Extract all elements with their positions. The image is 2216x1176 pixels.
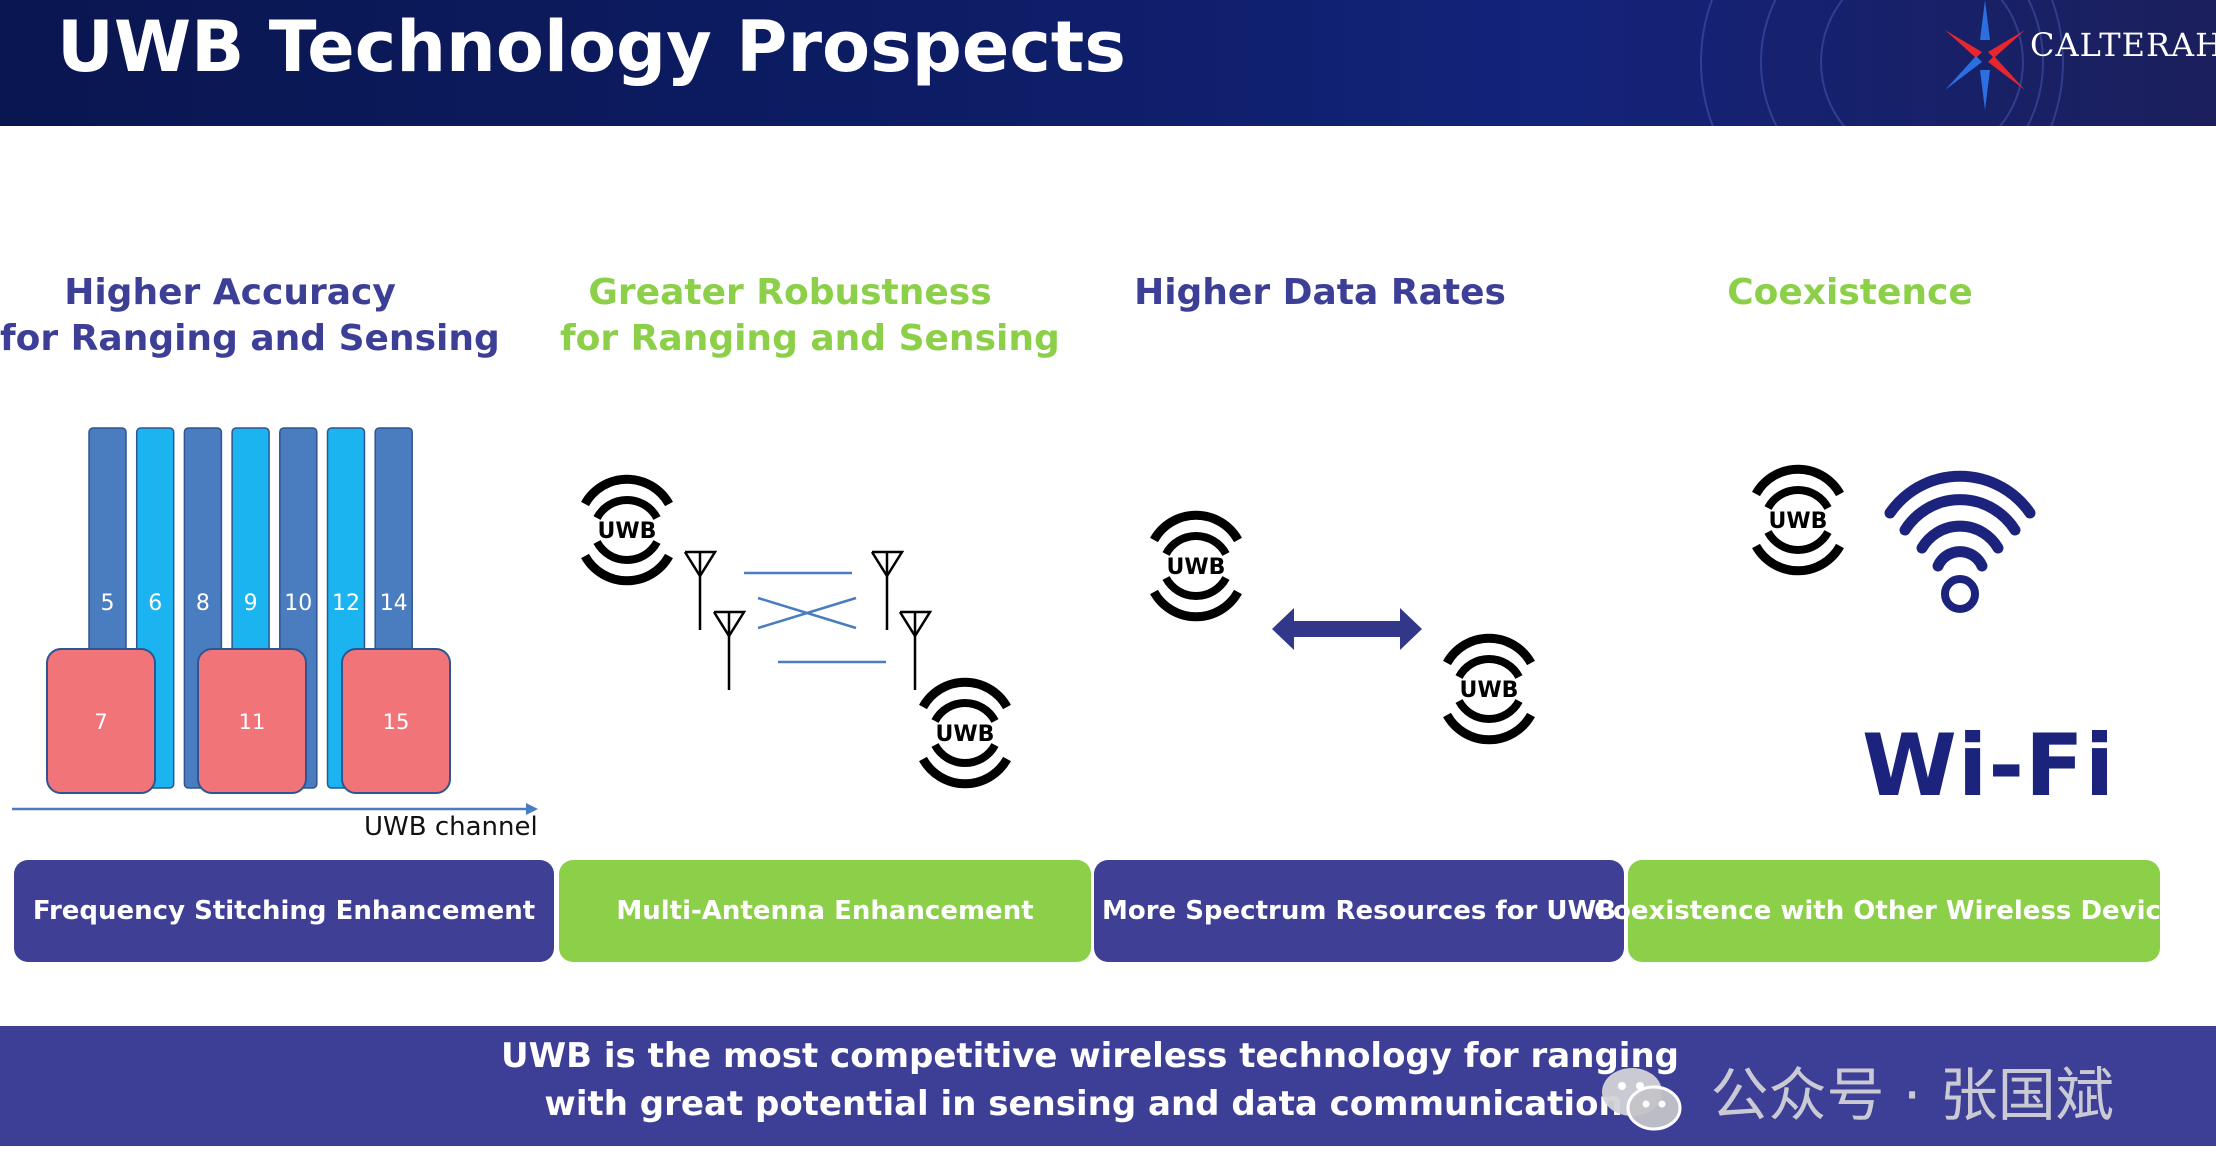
col1-title-line1: Higher Accuracy <box>64 272 396 313</box>
wifi-logo-text: Wi-Fi <box>1862 716 2116 816</box>
feature-box-frequency-stitching: Frequency Stitching Enhancement <box>14 860 554 962</box>
wifi-icon <box>1884 470 2036 613</box>
watermark: 公众号 · 张国斌 <box>1598 1048 2114 1134</box>
feature-box-label: Multi-Antenna Enhancement <box>616 896 1034 926</box>
data-rate-diagram: UWB UWB <box>1150 510 1535 745</box>
axis-label: UWB channel <box>364 812 538 842</box>
feature-box-coexistence: Coexistence with Other Wireless Devices <box>1594 860 2194 962</box>
uwb-text: UWB <box>598 519 657 544</box>
uwb-icon: UWB <box>1752 464 1844 576</box>
channel-bar-label: 12 <box>332 591 360 616</box>
uwb-text: UWB <box>1460 678 1519 703</box>
page-title: UWB Technology Prospects <box>57 6 1126 88</box>
col1-title-line2: for Ranging and Sensing <box>0 318 500 359</box>
feature-box-label: Frequency Stitching Enhancement <box>32 896 536 926</box>
uwb-text: UWB <box>1769 509 1828 534</box>
footer-banner: UWB is the most competitive wireless tec… <box>0 1026 2216 1146</box>
multi-antenna-diagram: UWB UWB <box>581 474 1011 789</box>
header-banner: UWB Technology Prospects CALTERAH <box>0 0 2216 126</box>
col3-title: Higher Data Rates <box>1100 270 1540 316</box>
feature-box-spectrum: More Spectrum Resources for UWB <box>1094 860 1624 962</box>
col1-title: Higher Accuracy for Ranging and Sensing <box>0 270 500 362</box>
channel-bar-label: 6 <box>148 591 162 616</box>
col2-title-line1: Greater Robustness <box>588 272 992 313</box>
col4-title-line1: Coexistence <box>1727 272 1973 313</box>
col4-title: Coexistence <box>1640 270 2060 316</box>
uwb-text: UWB <box>1167 555 1226 580</box>
feature-box-label: More Spectrum Resources for UWB <box>1101 896 1617 926</box>
channel-bar-label: 9 <box>244 591 258 616</box>
wide-channel-label: 15 <box>383 710 410 734</box>
brand-name: CALTERAH <box>2030 26 2216 64</box>
col2-title: Greater Robustness for Ranging and Sensi… <box>560 270 1060 362</box>
channel-bar-label: 14 <box>380 591 408 616</box>
channel-bar-label: 10 <box>284 591 312 616</box>
channel-bar-label: 8 <box>196 591 210 616</box>
uwb-icon: UWB <box>581 474 673 586</box>
uwb-icon: UWB <box>1150 510 1242 622</box>
channel-bar-label: 5 <box>101 591 115 616</box>
wide-channel-box <box>341 648 451 794</box>
col3-title-line1: Higher Data Rates <box>1134 272 1506 313</box>
wide-channel-box <box>46 648 156 794</box>
wide-channel-box <box>197 648 307 794</box>
double-arrow-icon <box>1272 608 1422 650</box>
footer-line2: with great potential in sensing and data… <box>544 1084 1636 1124</box>
uwb-text: UWB <box>936 722 995 747</box>
uwb-icon: UWB <box>919 677 1011 789</box>
wide-channel-label: 7 <box>94 710 107 734</box>
antenna-icon <box>683 550 933 690</box>
feature-box-multi-antenna: Multi-Antenna Enhancement <box>559 860 1091 962</box>
col2-title-line2: for Ranging and Sensing <box>560 318 1060 359</box>
wechat-icon <box>1602 1067 1682 1131</box>
feature-box-label: Coexistence with Other Wireless Devices <box>1593 896 2195 926</box>
channel-diagram: 5 6 8 9 10 12 14 7 11 15 <box>12 427 538 815</box>
wide-channel-label: 11 <box>239 710 266 734</box>
footer-line1: UWB is the most competitive wireless tec… <box>501 1036 1679 1076</box>
coexistence-diagram: UWB <box>1752 464 2036 613</box>
calterah-logo <box>1945 0 2025 110</box>
uwb-icon: UWB <box>1443 633 1535 745</box>
watermark-text: 公众号 · 张国斌 <box>1710 1061 2114 1129</box>
